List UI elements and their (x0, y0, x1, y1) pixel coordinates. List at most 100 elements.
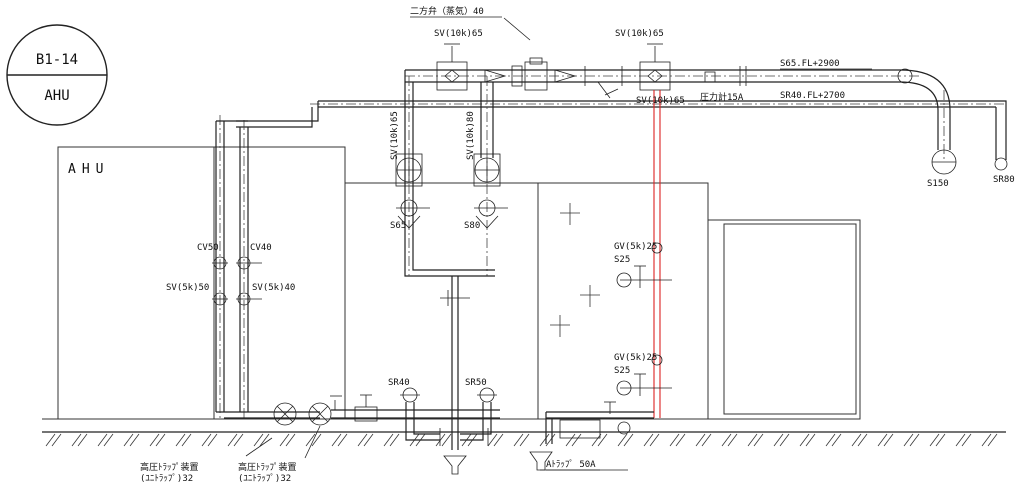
ground-hatch (903, 433, 914, 447)
sr40-branch (400, 387, 441, 446)
ground-hatch (961, 433, 972, 447)
ground-hatch (97, 433, 108, 447)
coil-section (344, 182, 539, 420)
ground-hatch (233, 433, 244, 447)
ground-hatch (955, 433, 966, 447)
drawing-badge: B1-14 AHU (6, 24, 108, 126)
ground-hatch (389, 433, 400, 447)
ground-hatch (305, 433, 316, 447)
ground-hatch (877, 433, 888, 447)
ground-hatch (909, 433, 920, 447)
trap-2-leader (304, 425, 321, 459)
ground-hatch (701, 433, 712, 447)
trap-device-2 (308, 394, 500, 426)
sv-5k-50-valve (212, 292, 228, 306)
cv40-valve (236, 256, 262, 270)
sv-10k-65-top-valve (436, 43, 468, 91)
ground-hatch (487, 433, 498, 447)
s65-fl-label: S65.FL+2900 (780, 59, 840, 69)
ground-hatch (571, 433, 582, 447)
ground-hatch (597, 433, 608, 447)
ground-hatch (383, 433, 394, 447)
ground-hatch (513, 433, 524, 447)
ground-hatch (805, 433, 816, 447)
ground-hatch (71, 433, 82, 447)
return-header-sr40 (236, 100, 1008, 171)
end-section-inner (723, 223, 857, 415)
ground-hatch (565, 433, 576, 447)
ground-hatch (935, 433, 946, 447)
gv-5k-25-top-valve (616, 242, 672, 288)
ground-hatch (929, 433, 940, 447)
sv-10k-65-right-top-label: SV(10k)65 (615, 29, 664, 39)
ground-hatch (669, 433, 680, 447)
steam-header-s65 (405, 68, 957, 175)
ground-hatch (539, 433, 550, 447)
ground-hatch (227, 433, 238, 447)
sv-5k-50-label: SV(5k)50 (166, 283, 209, 293)
ground-hatch (207, 433, 218, 447)
sr40-label: SR40 (388, 378, 410, 388)
ground-hatch (825, 433, 836, 447)
sv-10k-80-vertical-label: SV(10k)80 (466, 111, 476, 160)
ground-hatch (45, 433, 56, 447)
two-way-steam-valve (484, 17, 577, 91)
ground-hatch (103, 433, 114, 447)
gv-5k-25-bottom-label: GV(5k)25 (614, 353, 657, 363)
ground-hatch (155, 433, 166, 447)
ground-hatch (181, 433, 192, 447)
ground-hatch (123, 433, 134, 447)
ground-hatch (883, 433, 894, 447)
ground-hatch (857, 433, 868, 447)
ground-hatch (649, 433, 660, 447)
sr40-fl-label: SR40.FL+2700 (780, 91, 845, 101)
s80-label: S80 (464, 221, 480, 231)
ground-hatch (201, 433, 212, 447)
ground-hatch (253, 433, 264, 447)
ground-hatch (727, 433, 738, 447)
badge-bottom-text: AHU (44, 88, 69, 104)
center-marks (550, 203, 600, 337)
ground-hatch (279, 433, 290, 447)
ground-hatch (643, 433, 654, 447)
s80-branch (460, 76, 508, 277)
ground-hatch (721, 433, 732, 447)
ground-hatch (773, 433, 784, 447)
ground-hatch (51, 433, 62, 447)
s25-bottom-label: S25 (614, 366, 630, 376)
ground-hatch (695, 433, 706, 447)
sv-10k-65-right-label: SV(10k)65 (636, 96, 685, 106)
pressure-gauge (704, 66, 747, 86)
ground-hatch (311, 433, 322, 447)
highlighted-steam-riser (545, 90, 661, 444)
s65-branch (395, 70, 460, 277)
cv40-label: CV40 (250, 243, 272, 253)
sv-5k-40-valve (236, 292, 262, 306)
ground-hatch (519, 433, 530, 447)
cv50-label: CV50 (197, 243, 219, 253)
central-drain (440, 276, 470, 475)
ground-hatch (363, 433, 374, 447)
badge-top-text: B1-14 (36, 52, 78, 68)
ground-hatch (285, 433, 296, 447)
ground-hatch (441, 433, 452, 447)
ground-hatch (331, 433, 342, 447)
ground-hatch (831, 433, 842, 447)
sv-10k-65-vertical-label: SV(10k)65 (390, 111, 400, 160)
ground-hatch (77, 433, 88, 447)
trap-1-label-line2: (ﾕﾆﾄﾗｯﾌﾟ)32 (140, 473, 193, 484)
ground-hatch (591, 433, 602, 447)
pressure-gauge-label: 圧力計15A (700, 91, 744, 103)
gv-5k-25-top-label: GV(5k)25 (614, 242, 657, 252)
ground-hatch (337, 433, 348, 447)
sr50-label: SR50 (465, 378, 487, 388)
ahu-label: AHU (68, 162, 109, 177)
fan-section (537, 182, 709, 420)
gv-5k-25-bottom-valve (604, 354, 672, 414)
sv-10k-65-top-label: SV(10k)65 (434, 29, 483, 39)
ground-hatch (981, 433, 992, 447)
end-section (707, 219, 861, 420)
sr80-label: SR80 (993, 175, 1015, 185)
ground-hatch (799, 433, 810, 447)
s25-top-label: S25 (614, 255, 630, 265)
